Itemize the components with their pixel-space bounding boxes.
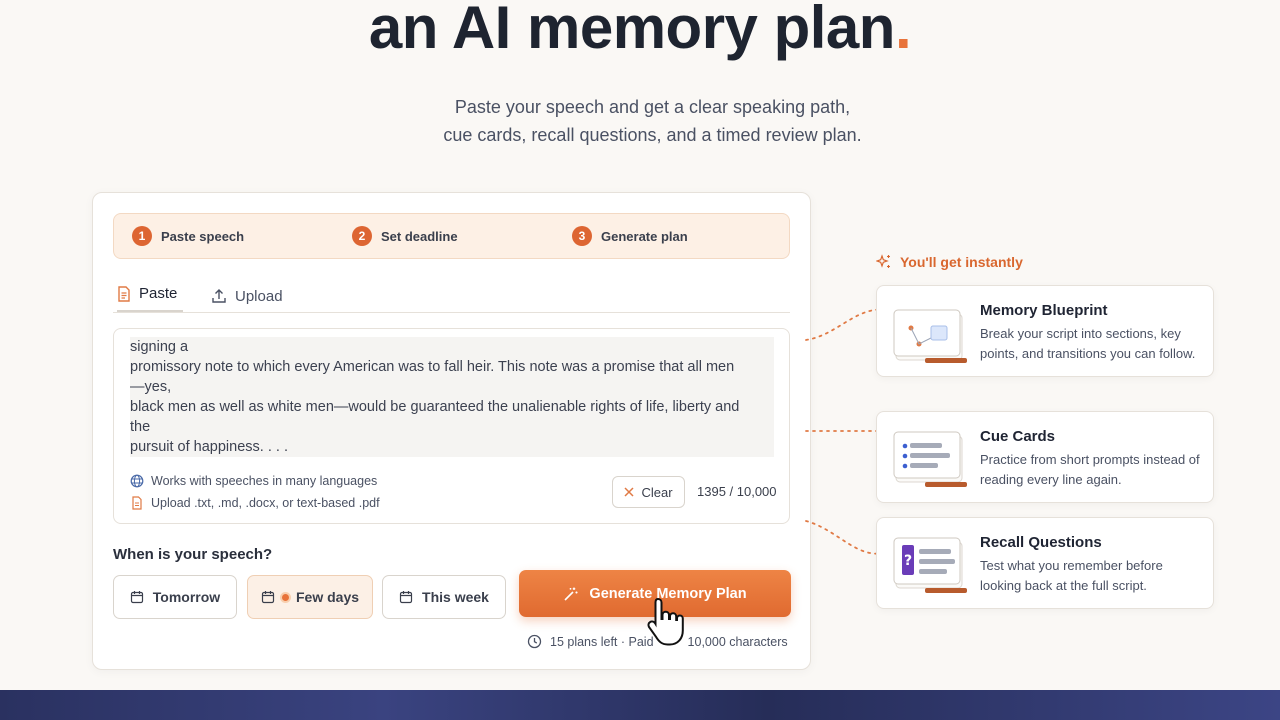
instant-heading-text: You'll get instantly [900,254,1023,270]
hint-formats: Upload .txt, .md, .docx, or text-based .… [130,496,380,510]
step-label: Paste speech [161,228,245,244]
document-icon [118,285,130,302]
step-label: Set deadline [381,228,458,244]
hero-title-text: an AI memory plan [368,0,896,61]
globe-icon [130,474,144,488]
step-2: 2 Set deadline [352,226,458,246]
feature-memory-blueprint: Memory Blueprint Break your script into … [876,285,1214,377]
step-label: Generate plan [601,228,688,244]
hero-title: an AI memory plan. [0,0,1280,78]
feature-recall-questions: ? Recall Questions Test what you remembe… [876,517,1214,609]
deadline-option-label: This week [422,589,489,605]
subtitle-line-1: Paste your speech and get a clear speaki… [454,97,851,117]
feature-title: Cue Cards [980,428,1056,445]
hand-cursor-icon [647,597,684,646]
tab-upload-label: Upload [235,287,283,305]
selected-indicator [279,591,291,603]
question-mark-glyph: ? [904,553,912,569]
clock-icon [527,634,542,649]
plans-left-suffix: 10,000 characters [687,634,788,649]
file-icon [132,496,142,510]
step-1: 1 Paste speech [132,226,244,246]
deadline-option-label: Few days [295,589,360,605]
calendar-icon [261,591,275,604]
step-number: 1 [132,226,152,246]
step-number: 2 [352,226,372,246]
step-number: 3 [572,226,592,246]
deadline-option-few-days[interactable]: Few days [247,575,373,619]
feature-description: Test what you remember before looking ba… [980,558,1163,593]
clear-button-label: Clear [641,484,673,500]
deadline-option-this-week[interactable]: This week [382,575,506,619]
hint-formats-text: Upload .txt, .md, .docx, or text-based .… [151,496,380,510]
feature-cue-cards: Cue Cards Practice from short prompts in… [876,411,1214,503]
bottom-section-band [0,690,1280,720]
steps-bar: 1 Paste speech 2 Set deadline 3 Generate… [113,213,790,259]
cue-cards-illustration-icon [893,431,967,487]
hero-subtitle: Paste your speech and get a clear speaki… [0,93,1280,149]
deadline-label: When is your speech? [113,546,273,563]
speech-textarea[interactable]: signing a promissory note to which every… [130,337,774,457]
magic-wand-icon [564,587,578,601]
deadline-option-label: Tomorrow [152,589,221,605]
feature-description: Practice from short prompts instead of r… [980,452,1200,487]
close-icon [624,487,634,497]
speech-textarea-box[interactable]: signing a promissory note to which every… [113,328,790,524]
input-tabs: Paste Upload [113,275,790,313]
sparkle-icon [876,254,890,268]
deadline-option-tomorrow[interactable]: Tomorrow [113,575,237,619]
tab-paste[interactable]: Paste [117,281,183,312]
tab-upload[interactable]: Upload [211,281,283,311]
step-3: 3 Generate plan [572,226,688,246]
plans-left-info: 15 plans left · Paid 10,000 characters [527,634,788,649]
hint-languages-text: Works with speeches in many languages [151,474,378,488]
feature-description: Break your script into sections, key poi… [980,326,1196,361]
clear-button[interactable]: Clear [612,476,685,508]
calendar-icon [399,591,413,604]
subtitle-line-2: cue cards, recall questions, and a timed… [443,125,862,145]
plans-left-text: 15 plans left · Paid [550,634,654,649]
feature-title: Recall Questions [980,534,1102,551]
feature-title: Memory Blueprint [980,302,1108,319]
blueprint-illustration-icon [893,309,967,363]
tab-paste-label: Paste [139,285,178,302]
hero-title-dot: . [894,0,912,61]
recall-questions-illustration-icon: ? [893,537,967,593]
calendar-icon [130,591,143,604]
hint-languages: Works with speeches in many languages [130,474,377,488]
character-counter: 1395 / 10,000 [697,484,777,499]
speech-input-card: 1 Paste speech 2 Set deadline 3 Generate… [92,192,811,670]
upload-icon [212,289,226,303]
instant-heading: You'll get instantly [876,254,1023,270]
generate-button-label: Generate Memory Plan [589,585,747,602]
